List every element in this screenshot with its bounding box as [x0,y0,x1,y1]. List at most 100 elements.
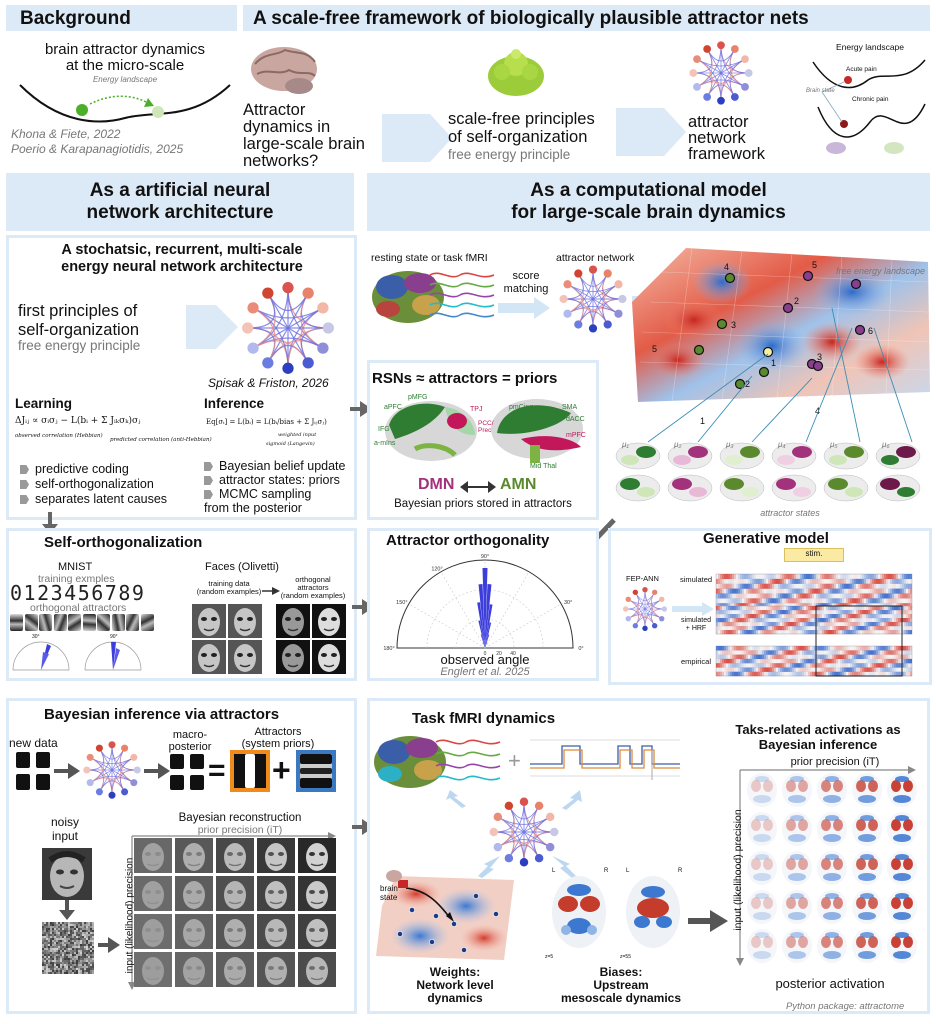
faces-arrow [262,587,280,595]
background-header: Background [6,5,237,31]
rsn-label-ifg: IFG [378,426,390,433]
mu-label-1: μ₁ [622,440,629,449]
macro-posterior-pattern [170,754,204,790]
bayes-arrow-1 [54,763,80,779]
citation-poerio: Poerio & Karapanagiotidis, 2025 [11,142,184,156]
plus-sign: + [272,752,291,788]
state-num-5b: 5 [812,260,818,270]
recon-title: Bayesian reconstruction [178,812,302,824]
inference-sub1: weighted input [278,432,317,438]
rsn-label-pmfg: pMFG [408,394,428,401]
rsn-label-pcc: PCC/ Prec [478,420,494,434]
polar-radial-tick: 40 [510,651,516,657]
chevron-2 [616,108,686,156]
slice-z-2: z=55 [620,954,631,960]
question-text: Attractor dynamics in large-scale brain … [243,101,365,170]
weights-label: Weights: Network level dynamics [416,965,494,1005]
rsn-label-mpfc: mPFC [566,432,586,439]
stim-box [784,548,844,562]
micro-title: brain attractor dynamics at the micro-sc… [44,41,206,74]
new-data-pattern [16,752,50,790]
polar-mini-1-tick: 30° [32,634,40,640]
network-icon-bayes [83,741,141,799]
gen-row-hrf: simulated + HRF [681,617,711,632]
attractor-blue [296,750,336,792]
mu-label-6: μ₆ [882,440,890,449]
framework-header: A scale-free framework of biologically p… [243,5,930,31]
landscape-connectors [647,307,913,443]
spisak-citation: Spisak & Friston, 2026 [208,376,329,390]
romanesco-icon [488,49,544,96]
slice-l-2: L [626,868,630,874]
state-num-5: 5 [652,344,658,354]
noisy-down-arrow [59,900,75,920]
bias-slice-2 [626,876,680,948]
learning-heading: Learning [15,396,73,411]
task-brain [374,736,501,788]
score-matching-label: score matching [503,270,549,295]
posterior-label: posterior activation [775,976,885,991]
bayes-title: Bayesian inference via attractors [44,706,280,723]
slice-r-2: R [678,868,683,874]
mu-label-3: μ₃ [726,440,734,449]
dmn-label: DMN [418,476,455,493]
inference-formula: Eq[σᵢ] = L(bᵢ) = L(bᵢ/bias + Σ Jᵢⱼσⱼ) [206,418,327,426]
inference-bullet-3: MCMC sampling from the posterior [204,487,312,515]
bayes-arrow-2 [144,763,170,779]
polar-angle-label: 90° [481,554,489,560]
polar-angle-label: 0° [578,646,583,652]
fel-label: free energy landscape [836,266,926,276]
brain-model-header: As a computational model for large-scale… [367,173,930,231]
state-num-3b: 3 [817,352,823,362]
brain-state-label: Brain state [806,88,835,94]
act-prior-label: prior precision (iT) [790,756,880,768]
attractor-orange [230,750,270,792]
rsn-caption: Bayesian priors stored in attractors [394,498,572,510]
network-icon-top [689,41,753,105]
state-num-4: 4 [724,262,730,272]
train-data-label: training data (random examples) [196,579,262,596]
rsn-label-midthal: Mid Thal [530,463,557,470]
chevron-1 [382,114,452,162]
new-data-label: new data [9,736,58,750]
mu-label-4: μ₄ [778,440,786,449]
mnist-label: MNIST [58,561,93,573]
polar-radial-tick: 20 [496,651,502,657]
act-grid [746,772,922,968]
arrow-ann-rsn [350,401,372,417]
rsn-label-dacc: dACC [566,416,585,423]
first-principles-text: first principles of self-organization [18,302,140,339]
brain-icon-top [251,47,317,94]
attractor-framework-text: attractor network framework [688,113,766,163]
task-plus: + [508,748,521,773]
rsn-brains [385,399,583,463]
orth-attractor-tiles [10,614,160,632]
task-landscape [376,870,514,960]
orth-attractors-label: orthogonal attractors [30,602,127,614]
attr-orth-xlabel: observed angle [440,652,530,667]
polar-angle-label: 180° [383,646,394,652]
bias-slice-1 [552,876,606,948]
mu-label-5: μ₅ [830,440,838,449]
acute-pain-label: Acute pain [846,66,877,73]
polar-mini-2 [84,641,142,671]
micro-energy-curve [19,84,231,123]
state-num-1: 1 [771,358,777,368]
landscape-state-markers [693,270,866,390]
energy-label-small: Energy landscape [92,75,158,84]
learning-bullet-1: predictive coding [20,462,129,476]
face-clean [42,848,92,900]
equals-sign: = [208,754,226,787]
state-2-marker [782,302,794,314]
network-icon-model [559,265,627,333]
attractor-states-label: attractor states [760,508,820,518]
orth-attr-label-faces: orthogonal attractors (random examples) [280,575,346,600]
energy-landscape-title: Energy landscape [835,42,905,52]
arch-title: A stochatsic, recurrent, multi-scale ene… [61,242,303,275]
ann-header: As a artificial neural network architect… [6,173,354,231]
fep-text-top: free energy principle [448,147,571,162]
act-title: Taks-related activations as Bayesian inf… [735,722,901,752]
fmri-label: resting state or task fMRI [371,252,488,264]
polar-radial-tick: 0 [484,651,487,657]
